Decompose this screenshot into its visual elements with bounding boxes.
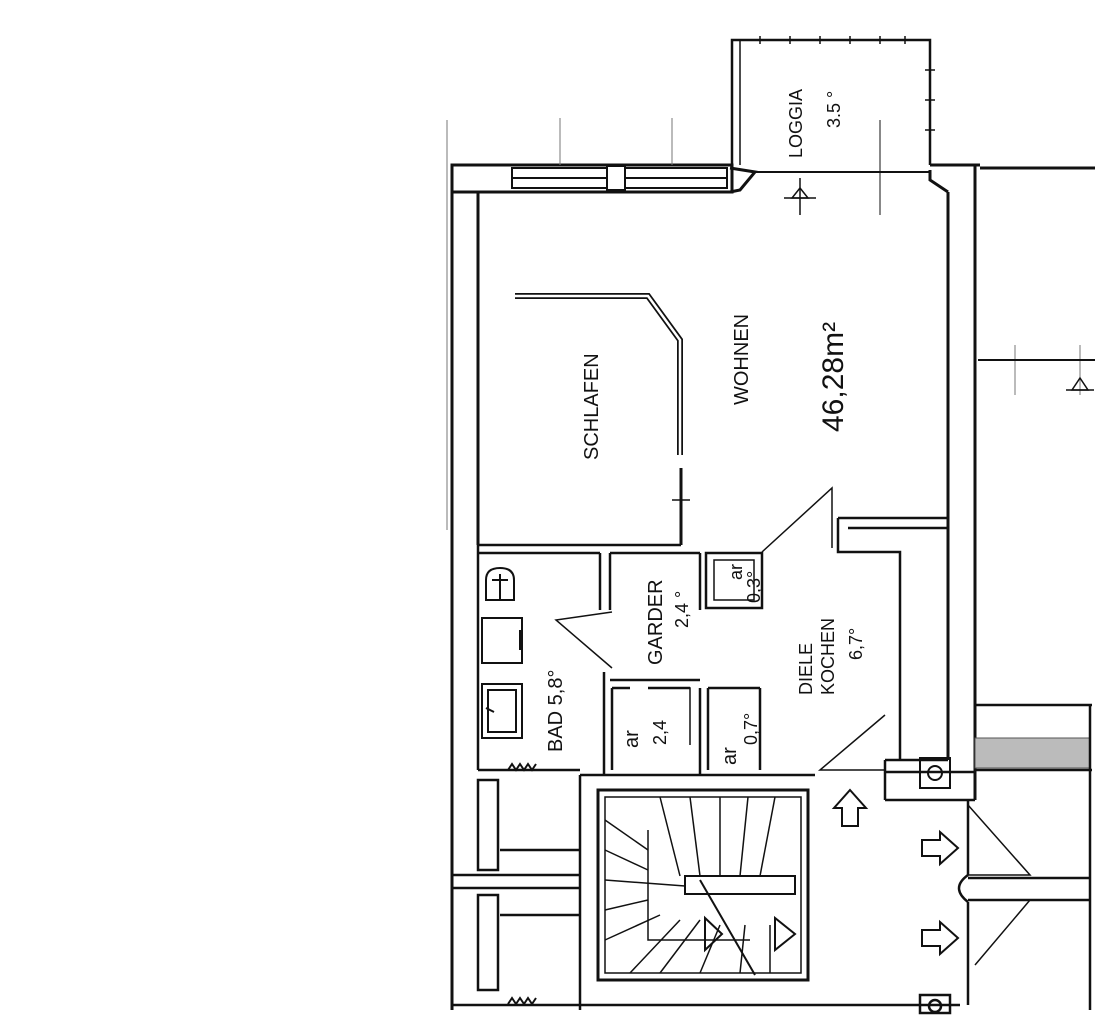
hallway-walls: [918, 800, 1090, 1015]
partition-wardrobe: [515, 293, 690, 545]
room-area-garder: 2,4 °: [672, 591, 692, 628]
room-label-schlafen: SCHLAFEN: [581, 353, 603, 460]
neighbour-unit: [974, 359, 1095, 1010]
loggia-label: LOGGIA: [786, 89, 806, 158]
lower-left-structure: [452, 778, 960, 1007]
duct-shaft: [919, 757, 951, 789]
window-mullion: [606, 165, 626, 191]
bathtub-icon: [481, 683, 523, 739]
stair-arrow-right: [774, 915, 797, 953]
radiator-icon: [507, 762, 537, 772]
stair-arrow-left: [704, 915, 724, 953]
loggia-area: 3.5 °: [824, 91, 844, 128]
interior-walls: [476, 516, 975, 1010]
stair-direction-line: [699, 879, 756, 976]
loggia-railing: [730, 38, 932, 165]
loggia: LOGGIA 3.5 °: [730, 36, 935, 215]
room-area-ar-top: 0,3°: [744, 571, 764, 603]
staircase: [596, 788, 810, 982]
room-area-kochen: 6,7°: [846, 628, 866, 660]
radiator-icon-bottom: [507, 996, 537, 1006]
bathroom-fixtures: [481, 566, 537, 1006]
stair-treads: [604, 796, 776, 974]
loggia-ticks: [759, 36, 935, 131]
room-area-ar-mid: 0,7°: [741, 713, 761, 745]
room-label-kochen: KOCHEN: [818, 618, 838, 695]
wall-corner-left: [729, 166, 758, 194]
exterior-walls: [450, 163, 1095, 1010]
section-marker-right: [1066, 376, 1094, 391]
dimension-lines: [446, 118, 1081, 530]
arrow-right-icon-1: [921, 829, 960, 867]
room-label-bad: BAD 5,8°: [545, 670, 567, 752]
room-label-ar-left: ar: [621, 730, 643, 748]
room-area-wohnen: 46,28m²: [817, 322, 850, 432]
hatched-wall: [974, 737, 1091, 769]
arrow-right-icon-2: [921, 919, 960, 957]
room-label-diele: DIELE: [796, 643, 816, 695]
entrance-arrows: [831, 788, 960, 957]
toilet-icon: [485, 566, 515, 601]
room-label-wohnen: WOHNEN: [731, 314, 753, 405]
sink-icon: [481, 617, 523, 664]
wall-corner-right: [928, 170, 949, 194]
room-label-garder: GARDER: [645, 579, 667, 665]
room-area-ar-left: 2,4: [650, 720, 670, 745]
room-label-ar-top: ar: [726, 564, 746, 580]
section-marker-top: [784, 178, 816, 215]
room-label-ar-mid: ar: [719, 747, 741, 765]
entry-arrow-icon: [831, 788, 869, 827]
